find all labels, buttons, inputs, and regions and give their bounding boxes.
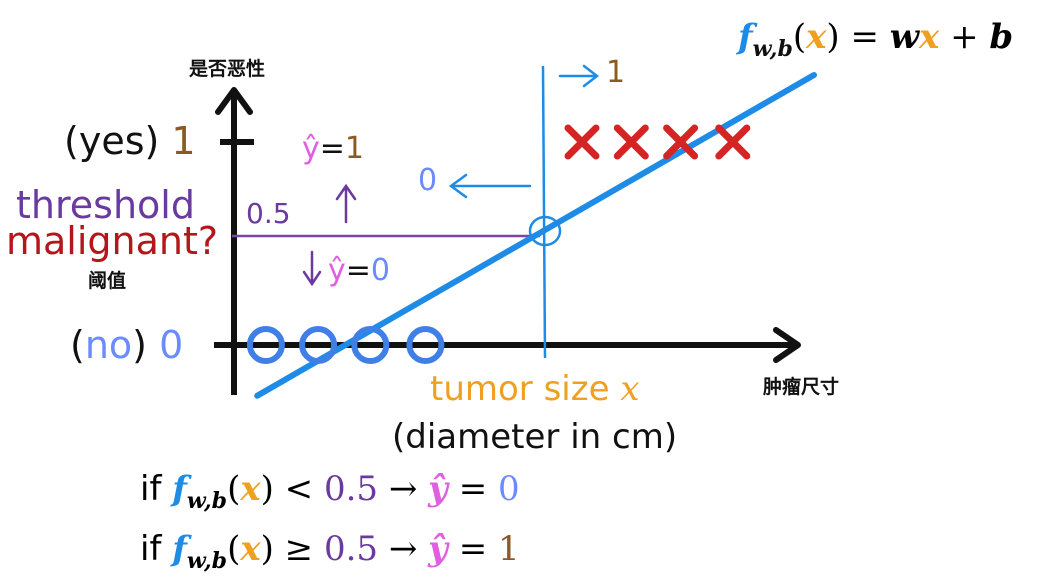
rule-1-yhat: ŷ (428, 529, 448, 569)
y-tick-1-num: 1 (171, 119, 196, 163)
marks-layer (246, 72, 817, 399)
malignant-point-0 (564, 124, 600, 160)
y-tick-label-1: (yes) 1 (64, 122, 196, 160)
rule-1: if fw,b(x) ≥ 0.5 → ŷ = 1 (140, 532, 520, 572)
arrow-to-0 (448, 173, 532, 199)
benign-point-2 (351, 326, 390, 364)
rule-0-sub: w,b (186, 488, 228, 514)
y-tick-0-close: ) (132, 323, 147, 367)
yhat-eq-1: ŷ=1 (302, 134, 364, 164)
y-tick-1-paren: (yes) (64, 119, 160, 163)
threshold-label-cn: 阈值 (88, 270, 127, 292)
yhat-1-hat: ŷ (302, 131, 320, 166)
x-axis-label: tumor size x (430, 372, 640, 406)
rule-0-f: f (172, 469, 187, 509)
rule-1-thr: 0.5 (323, 529, 379, 569)
threshold-word: threshold (16, 183, 195, 227)
formula-rp: ) (826, 17, 840, 57)
x-axis-label-text: tumor size (430, 369, 610, 409)
rule-0-thr: 0.5 (323, 469, 379, 509)
benign-point-1 (299, 326, 338, 364)
formula-eq: = (839, 17, 890, 57)
rule-0-rp: ) (260, 469, 274, 509)
rule-1-rp: ) (260, 529, 274, 569)
rule-0-val: 0 (498, 469, 520, 509)
rule-0-arrow: → (378, 469, 429, 509)
threshold-value-label: 0.5 (246, 197, 291, 230)
rule-1-val: 1 (498, 529, 520, 569)
rule-1-if: if (140, 529, 173, 569)
benign-point-0 (246, 326, 285, 364)
yhat-0-hat: ŷ (328, 253, 346, 288)
rule-0-eq: = (447, 469, 499, 509)
rule-1-arrow: → (378, 529, 429, 569)
yhat-0-val: 0 (370, 253, 390, 288)
y-axis-label-cn: 是否恶性 (189, 58, 266, 80)
rule-0: if fw,b(x) < 0.5 → ŷ = 0 (140, 472, 520, 512)
down-arrow (302, 250, 322, 287)
formula-x: x (806, 17, 827, 57)
yhat-0-eq: = (345, 253, 371, 288)
up-arrow (335, 183, 357, 224)
rule-1-f: f (172, 529, 187, 569)
rule-0-x: x (240, 469, 261, 509)
formula-x2: x (919, 17, 940, 57)
formula-plus: + (939, 17, 990, 57)
rule-1-eq: = (447, 529, 499, 569)
y-tick-0-num: 0 (159, 323, 184, 367)
y-tick-label-0: (no) 0 (70, 326, 183, 364)
formula-lp: ( (792, 17, 807, 57)
y-axis-arrowhead (215, 87, 253, 115)
arrow-1-label: 1 (606, 55, 626, 90)
rule-1-x: x (240, 529, 261, 569)
rule-1-sub: w,b (186, 548, 228, 574)
decision-boundary-line (541, 65, 547, 359)
x-axis-label-cn: 肿瘤尺寸 (763, 376, 840, 398)
malignant-point-3 (715, 124, 751, 160)
arrow-0-label: 0 (418, 163, 438, 198)
x-axis-arrowhead (773, 327, 801, 363)
formula-title: fw,b(x) = wx + b (738, 20, 1013, 60)
intersection-circle (528, 215, 562, 247)
formula-w: w (889, 17, 920, 57)
malignant-question: malignant? (6, 219, 219, 263)
formula-sub: w,b (752, 36, 793, 62)
rule-0-op: < (273, 469, 324, 509)
y-tick-0-open: ( (70, 323, 85, 367)
x-axis-unit: (diameter in cm) (392, 417, 678, 457)
y-tick-0-word: no (84, 323, 133, 367)
malignant-point-2 (663, 124, 699, 160)
yhat-1-eq: = (319, 131, 345, 166)
benign-point-3 (406, 326, 445, 364)
rule-0-if: if (140, 469, 173, 509)
yhat-1-val: 1 (344, 131, 364, 166)
malignant-point-1 (613, 124, 649, 160)
rule-0-lp: ( (227, 469, 241, 509)
arrow-to-1 (558, 64, 600, 88)
formula-f: f (738, 17, 753, 57)
rule-0-yhat: ŷ (428, 469, 448, 509)
rule-1-op: ≥ (273, 529, 324, 569)
x-axis-symbol: x (620, 369, 640, 409)
rule-1-lp: ( (227, 529, 241, 569)
yhat-eq-0: ŷ=0 (328, 256, 390, 286)
formula-b: b (989, 17, 1014, 57)
